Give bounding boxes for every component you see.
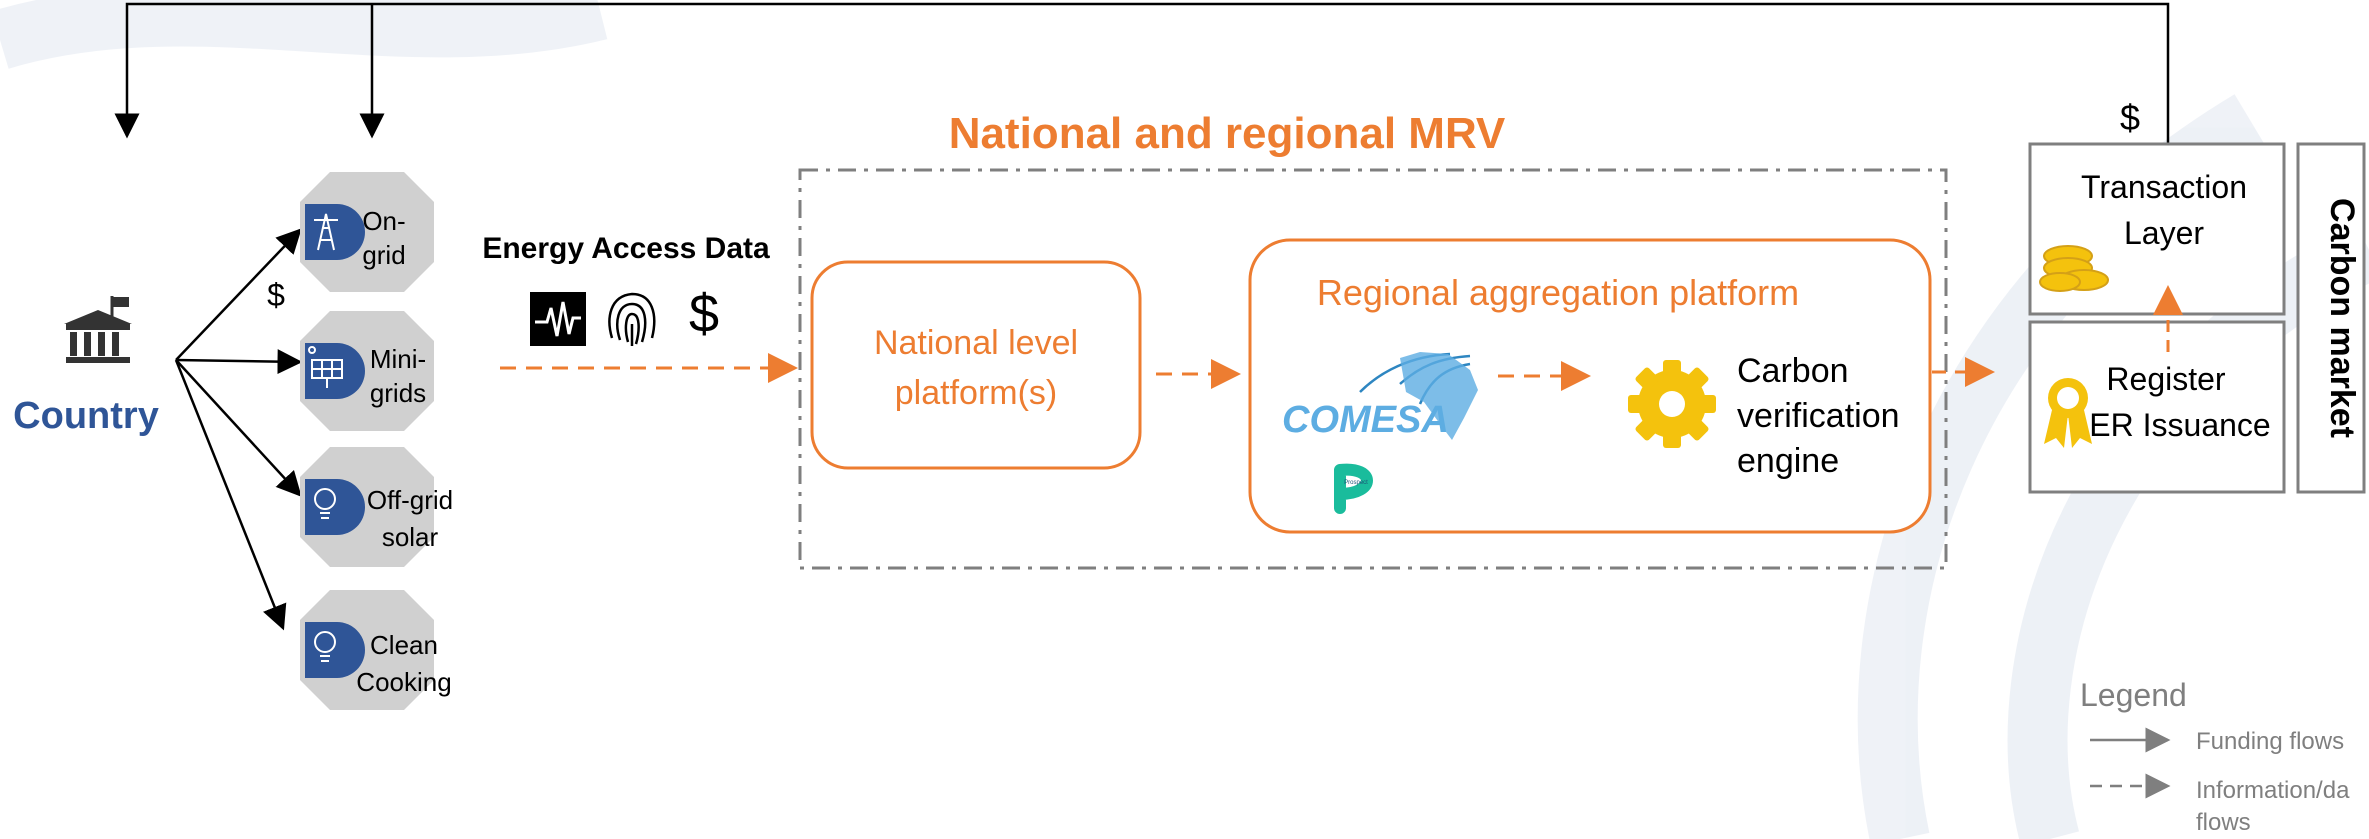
legend-title: Legend [2080,677,2187,713]
legend-info-label: flows [2196,809,2251,836]
funding-dollar-label: $ [267,277,285,313]
solar-panel-icon [308,346,343,388]
dollar-icon: $ [689,284,719,344]
sector-off-grid-solar: Off-grid solar [300,447,453,567]
mrv-title: National and regional MRV [949,109,1506,158]
sector-mini-grids: Mini- grids [300,311,434,431]
top-dollar-label: $ [2120,97,2140,138]
top-funding-loop [114,2,2170,146]
sector-label: grid [362,240,405,270]
country-funding-arrows [174,228,303,631]
register-label: Register [2106,361,2226,397]
engine-label: engine [1737,442,1839,480]
award-ribbon-icon [2044,378,2092,448]
comesa-logo: COMESA [1282,352,1478,441]
national-platform-box [810,260,1142,470]
engine-label: verification [1737,397,1900,435]
icon-badge [305,204,365,260]
national-platform-label: platform(s) [895,374,1057,412]
sector-label: Cooking [356,667,451,697]
register-label: ER Issuance [2089,407,2270,443]
sector-label: solar [382,522,439,552]
carbon-market-box [2296,142,2366,494]
country-label: Country [13,395,159,437]
gear-icon [1628,360,1716,448]
sector-label: On- [362,206,405,236]
legend-funding-label: Funding flows [2196,728,2344,755]
energy-data-title: Energy Access Data [482,232,770,265]
icon-badge [305,479,365,535]
legend-info-label: Information/da [2196,777,2350,804]
sector-label: grids [370,378,426,408]
coins-icon [2039,245,2109,292]
prospect-logo-text: Prospect [1344,480,1368,486]
sector-label: Mini- [370,344,426,374]
transaction-layer-label: Transaction [2081,169,2247,205]
icon-badge [305,622,365,678]
lightbulb-icon [314,488,336,519]
sector-clean-cooking: Clean Cooking [300,590,452,710]
sector-label: Off-grid [367,485,453,515]
sector-label: Clean [370,630,438,660]
carbon-market-title: Carbon market [2323,198,2361,438]
national-platform-label: National level [874,324,1078,362]
transaction-layer-label: Layer [2124,215,2204,251]
fingerprint-icon [608,292,656,346]
icon-badge [305,343,365,399]
mrv-boundary [798,168,1948,570]
regional-platform-title: Regional aggregation platform [1317,272,1799,313]
comesa-logo-text: COMESA [1282,399,1449,441]
sector-on-grid: On- grid [300,172,434,292]
prospect-logo: Prospect [1334,463,1373,514]
engine-label: Carbon [1737,352,1849,390]
lightbulb-icon [314,631,336,662]
waveform-icon [530,292,586,346]
bank-icon [64,296,132,363]
transmission-tower-icon [314,213,338,251]
